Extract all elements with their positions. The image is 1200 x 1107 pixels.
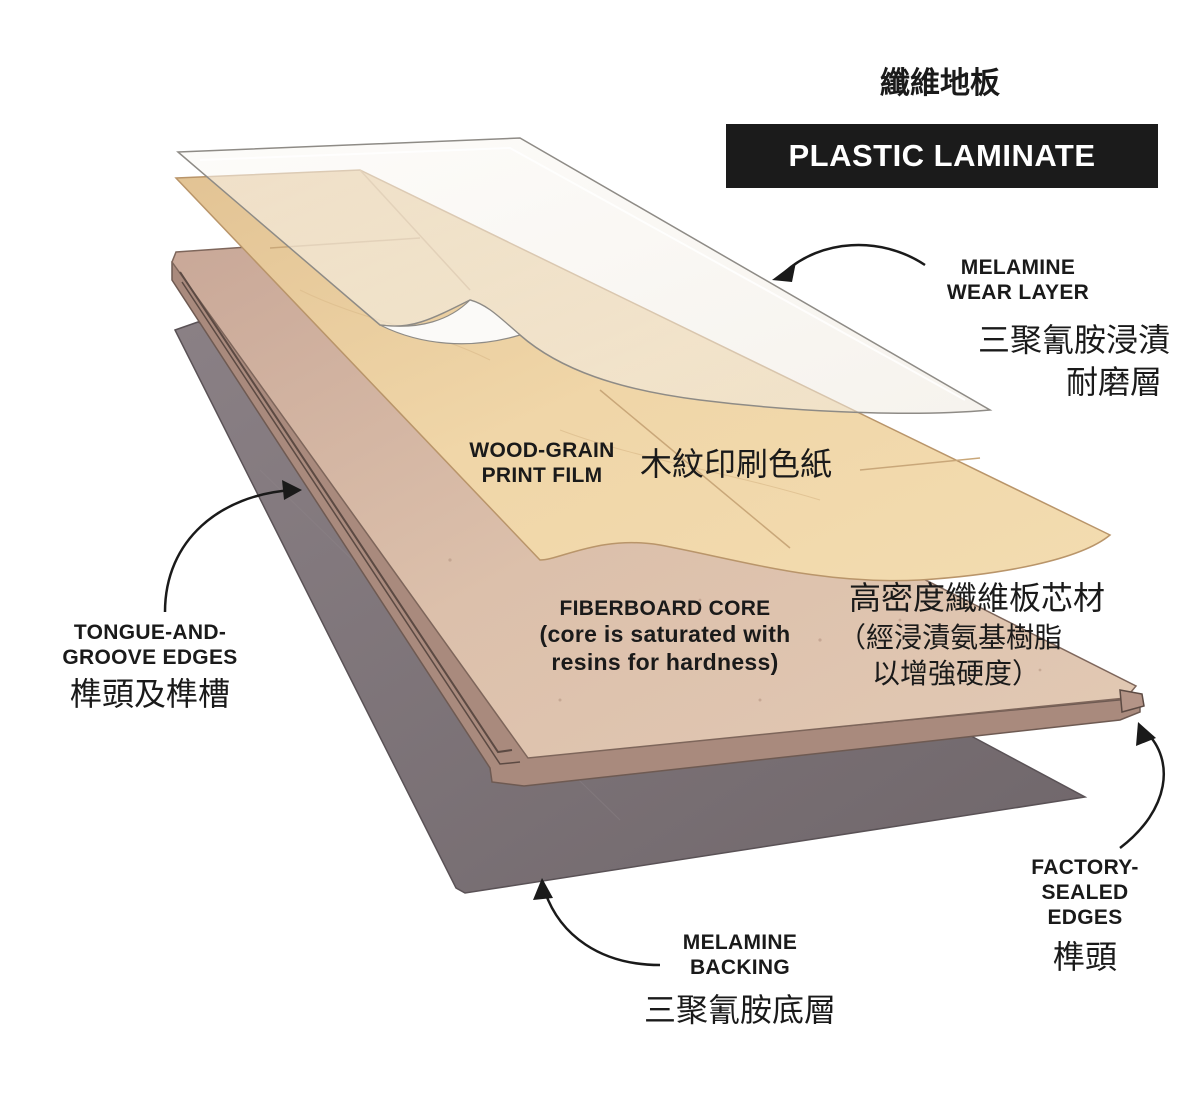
melamine-wear-layer bbox=[176, 137, 993, 415]
label-core-en-1: FIBERBOARD CORE bbox=[559, 597, 771, 620]
label-tongue-groove: TONGUE-AND- GROOVE EDGES 榫頭及榫槽 bbox=[40, 620, 260, 716]
title-chinese: 纖維地板 bbox=[880, 66, 1000, 101]
label-print-film: WOOD-GRAIN PRINT FILM bbox=[448, 438, 636, 488]
label-print-film-en-1: WOOD-GRAIN bbox=[469, 439, 615, 462]
label-tongue-groove-en-1: TONGUE-AND- bbox=[73, 621, 227, 644]
label-factory-sealed: FACTORY- SEALED EDGES 榫頭 bbox=[1010, 855, 1160, 978]
label-core-en-2: (core is saturated with bbox=[539, 621, 791, 648]
label-tongue-groove-en-2: GROOVE EDGES bbox=[62, 646, 238, 670]
label-backing-zh: 三聚氰胺底層 bbox=[643, 991, 836, 1029]
label-wear-layer-zh-1: 三聚氰胺浸漬 bbox=[977, 321, 1170, 359]
label-core-zh-2: （經浸漬氨基樹脂 bbox=[838, 620, 1063, 654]
label-factory-sealed-en-1: FACTORY- bbox=[1031, 856, 1139, 879]
label-core-zh: 高密度纖維板芯材 （經浸漬氨基樹脂 以增強硬度） bbox=[812, 578, 1142, 692]
label-core: FIBERBOARD CORE (core is saturated with … bbox=[500, 596, 830, 676]
label-core-zh-3: 以增強硬度） bbox=[872, 656, 1041, 690]
label-core-zh-1: 高密度纖維板芯材 bbox=[848, 579, 1105, 617]
label-backing-en-1: MELAMINE bbox=[682, 931, 798, 954]
label-factory-sealed-en-2: SEALED bbox=[1041, 881, 1129, 905]
label-print-film-zh: 木紋印刷色紙 bbox=[640, 445, 833, 483]
label-print-film-en-2: PRINT FILM bbox=[481, 464, 603, 488]
label-wear-layer-zh-2: 耐磨層 bbox=[1065, 362, 1162, 401]
label-backing-en-2: BACKING bbox=[689, 956, 791, 980]
label-factory-sealed-en-3: EDGES bbox=[1047, 906, 1123, 930]
label-wear-layer: MELAMINE WEAR LAYER bbox=[918, 255, 1118, 305]
arrow-tongue-groove bbox=[163, 480, 302, 613]
label-backing: MELAMINE BACKING bbox=[640, 930, 840, 980]
label-core-en-3: resins for hardness) bbox=[551, 648, 779, 675]
label-wear-layer-en-1: MELAMINE bbox=[960, 256, 1076, 279]
label-tongue-groove-zh: 榫頭及榫槽 bbox=[69, 675, 230, 714]
label-wear-layer-en-2: WEAR LAYER bbox=[946, 281, 1090, 305]
label-factory-sealed-zh: 榫頭 bbox=[1052, 937, 1117, 976]
arrow-wear-layer bbox=[772, 243, 926, 282]
title-banner: PLASTIC LAMINATE bbox=[726, 124, 1158, 188]
label-wear-layer-zh: 三聚氰胺浸漬 耐磨層 bbox=[920, 320, 1170, 403]
arrow-backing bbox=[533, 878, 661, 967]
arrow-factory-sealed bbox=[1119, 722, 1165, 849]
